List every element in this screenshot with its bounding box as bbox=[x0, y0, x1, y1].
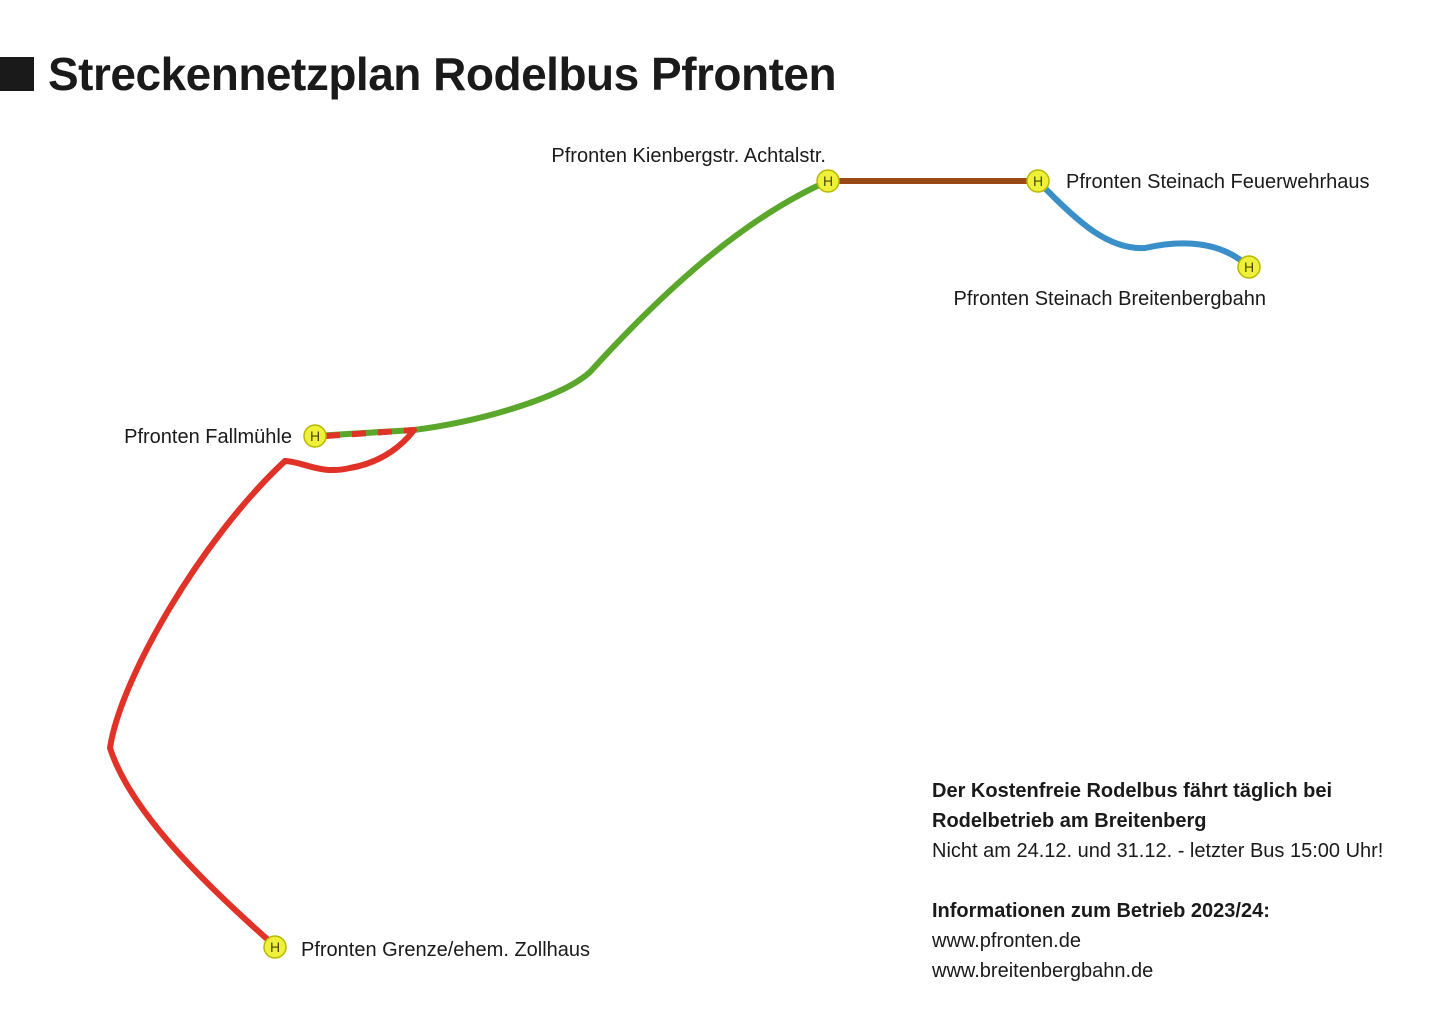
stop-feuerwehrhaus[interactable]: H Pfronten Steinach Feuerwehrhaus bbox=[1026, 169, 1370, 193]
title-bar: Streckennetzplan Rodelbus Pfronten bbox=[0, 44, 837, 104]
info-operation-heading: Informationen zum Betrieb 2023/24: bbox=[932, 900, 1270, 922]
stop-fallmuehle[interactable]: H Pfronten Fallmühle bbox=[124, 424, 327, 448]
info-note: Nicht am 24.12. und 31.12. - letzter Bus… bbox=[932, 840, 1384, 862]
route-red bbox=[106, 427, 417, 949]
stop-label-breitenbergbahn: Pfronten Steinach Breitenbergbahn bbox=[954, 288, 1266, 310]
bus-stop-icon bbox=[1237, 255, 1261, 279]
stop-breitenbergbahn[interactable]: H Pfronten Steinach Breitenbergbahn bbox=[954, 255, 1266, 310]
stop-kienberg[interactable]: H Pfronten Kienbergstr. Achtalstr. bbox=[551, 145, 840, 193]
stop-label-fallmuehle: Pfronten Fallmühle bbox=[124, 426, 292, 448]
route-green bbox=[312, 178, 831, 439]
title-square-icon bbox=[0, 57, 34, 91]
route-blue bbox=[1035, 178, 1252, 270]
bus-stop-icon bbox=[816, 169, 840, 193]
link-breitenbergbahn[interactable]: www.breitenbergbahn.de bbox=[932, 960, 1154, 982]
bus-stop-symbol: H bbox=[823, 173, 833, 189]
bus-stop-symbol: H bbox=[310, 428, 320, 444]
info-heading-line2: Rodelbetrieb am Breitenberg bbox=[932, 810, 1207, 832]
bus-stop-symbol: H bbox=[1244, 259, 1254, 275]
bus-stop-symbol: H bbox=[270, 939, 280, 955]
stop-zollhaus[interactable]: H Pfronten Grenze/ehem. Zollhaus bbox=[263, 935, 590, 961]
bus-stop-icon bbox=[303, 424, 327, 448]
info-heading-line1: Der Kostenfreie Rodelbus fährt täglich b… bbox=[932, 780, 1333, 802]
bus-stop-symbol: H bbox=[1033, 173, 1043, 189]
info-box: Der Kostenfreie Rodelbus fährt täglich b… bbox=[932, 776, 1432, 986]
stop-label-kienberg: Pfronten Kienbergstr. Achtalstr. bbox=[551, 145, 826, 167]
stop-label-zollhaus: Pfronten Grenze/ehem. Zollhaus bbox=[301, 939, 590, 961]
link-pfronten[interactable]: www.pfronten.de bbox=[932, 930, 1081, 952]
page-title: Streckennetzplan Rodelbus Pfronten bbox=[48, 48, 837, 100]
bus-stop-icon bbox=[1026, 169, 1050, 193]
info-spacer bbox=[932, 866, 1432, 896]
bus-stop-icon bbox=[263, 935, 287, 959]
stop-label-feuerwehrhaus: Pfronten Steinach Feuerwehrhaus bbox=[1066, 171, 1370, 193]
